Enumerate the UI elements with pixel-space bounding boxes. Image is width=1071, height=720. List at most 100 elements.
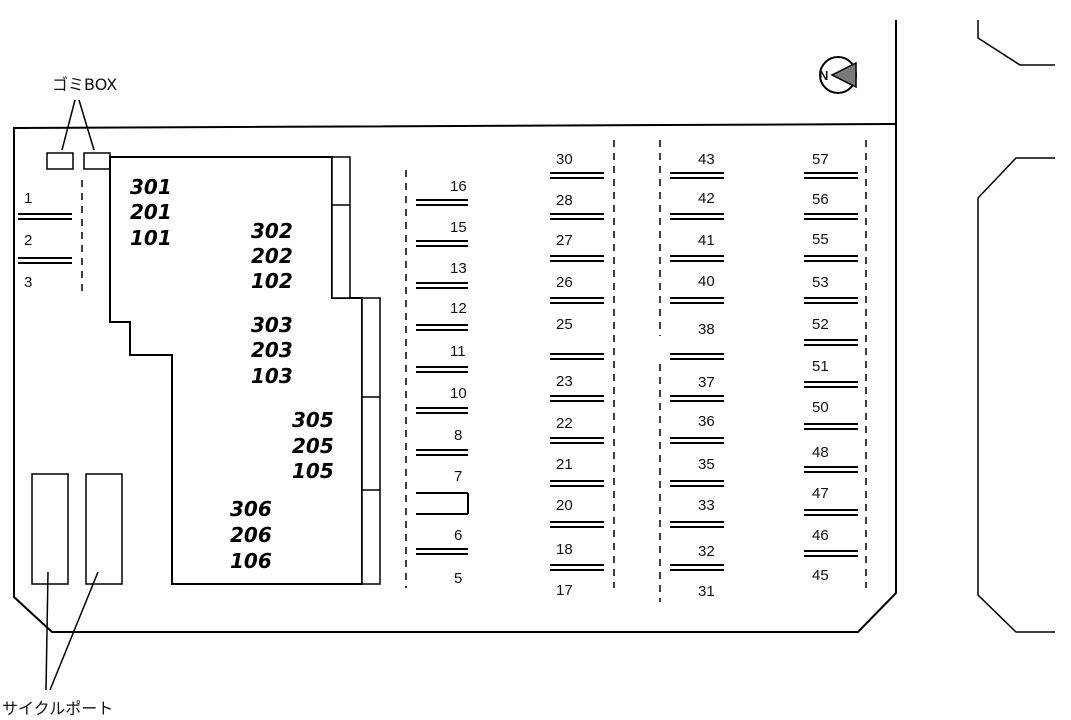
neighbor-parcel-top — [977, 20, 1055, 66]
parking-number: 52 — [812, 316, 829, 333]
cycle-port-2 — [85, 473, 123, 585]
stall-line — [670, 297, 724, 304]
parking-number: 10 — [450, 385, 467, 402]
room-number: 205 — [292, 434, 334, 458]
room-number: 302 — [251, 219, 293, 243]
parking-number: 38 — [698, 321, 715, 338]
parking-number: 41 — [698, 232, 715, 249]
balcony-upper — [331, 156, 351, 299]
stall-line — [416, 407, 468, 414]
parking-number: 30 — [556, 151, 573, 168]
stall-line — [550, 353, 604, 360]
room-number: 102 — [251, 269, 293, 293]
parking-number: 56 — [812, 191, 829, 208]
parking-number: 21 — [556, 456, 573, 473]
parking-number: 40 — [698, 273, 715, 290]
room-number: 201 — [130, 200, 172, 224]
parking-stall-lines — [18, 172, 858, 571]
parking-number: 12 — [450, 300, 467, 317]
stall-line — [670, 395, 724, 402]
parking-number: 57 — [812, 151, 829, 168]
parking-number: 27 — [556, 232, 573, 249]
parking-number: 3 — [24, 274, 32, 291]
stall-line — [416, 366, 468, 373]
parking-number: 6 — [454, 527, 462, 544]
cycle-port-label: サイクルポート — [2, 699, 113, 718]
stall-line — [804, 172, 858, 179]
room-numbers: 301 201 101 302 202 102 303 203 103 305 … — [130, 175, 334, 573]
trash-box-1 — [46, 152, 74, 170]
room-number: 101 — [130, 226, 172, 250]
stall-line — [416, 548, 468, 555]
parking-number: 26 — [556, 274, 573, 291]
parking-number: 20 — [556, 497, 573, 514]
room-number: 206 — [230, 523, 272, 547]
parking-number: 53 — [812, 274, 829, 291]
parking-number: 15 — [450, 219, 467, 236]
room-number: 103 — [251, 364, 293, 388]
stall-line — [804, 423, 858, 430]
parking-number: 16 — [450, 178, 467, 195]
trash-box-2 — [83, 152, 111, 170]
stall-line — [804, 509, 858, 516]
parking-number: 42 — [698, 190, 715, 207]
stall-line — [670, 437, 724, 444]
stall-line — [550, 255, 604, 262]
stall-line — [550, 213, 604, 220]
stall-line — [416, 199, 468, 206]
parking-number: 17 — [556, 582, 573, 599]
room-number: 202 — [251, 244, 293, 268]
stall-line — [804, 213, 858, 220]
parking-number: 47 — [812, 485, 829, 502]
stall-line — [550, 564, 604, 571]
parking-number: 45 — [812, 567, 829, 584]
stall-line — [18, 213, 72, 220]
stall-line — [804, 255, 858, 262]
stall-line — [804, 550, 858, 557]
parking-number: 2 — [24, 232, 32, 249]
trash-box-label: ゴミBOX — [52, 75, 117, 94]
cycle-port-1 — [31, 473, 69, 585]
parking-number: 35 — [698, 456, 715, 473]
compass-letter: N — [819, 68, 828, 83]
room-number: 106 — [230, 549, 272, 573]
parking-number: 8 — [454, 427, 462, 444]
parking-number: 28 — [556, 192, 573, 209]
stall-line — [670, 564, 724, 571]
cycle-port-pointer-left — [45, 571, 49, 691]
stall-line — [670, 172, 724, 179]
parking-number: 37 — [698, 374, 715, 391]
stall-line — [550, 395, 604, 402]
stall-line — [804, 297, 858, 304]
stall-line — [550, 521, 604, 528]
parking-number: 43 — [698, 151, 715, 168]
stall-line — [550, 172, 604, 179]
stall-line — [550, 480, 604, 487]
room-number: 306 — [230, 497, 272, 521]
room-number: 203 — [251, 338, 293, 362]
stall-line — [804, 466, 858, 473]
parking-number: 32 — [698, 543, 715, 560]
north-arrow-icon: N — [819, 56, 857, 94]
trash-box-pointer-left — [61, 99, 76, 151]
parking-number: 25 — [556, 316, 573, 333]
parking-number: 23 — [556, 373, 573, 390]
stall-line — [670, 255, 724, 262]
parking-number: 5 — [454, 570, 462, 587]
stall-line — [550, 437, 604, 444]
parking-dividers — [81, 140, 867, 602]
stall-line — [670, 213, 724, 220]
parking-number: 46 — [812, 527, 829, 544]
parking-number: 7 — [454, 468, 462, 485]
neighbor-parcel-bottom — [977, 157, 1055, 633]
room-number: 305 — [292, 408, 334, 432]
parking-number: 33 — [698, 497, 715, 514]
parking-numbers: 1 2 3 16 15 13 12 11 10 8 7 6 5 30 28 27… — [24, 151, 829, 600]
room-number: 301 — [130, 175, 172, 199]
stall-line — [18, 257, 72, 264]
stall-line — [416, 282, 468, 289]
trash-box-pointer-right — [78, 99, 95, 151]
parking-number: 11 — [450, 343, 466, 360]
room-number: 303 — [251, 313, 293, 337]
